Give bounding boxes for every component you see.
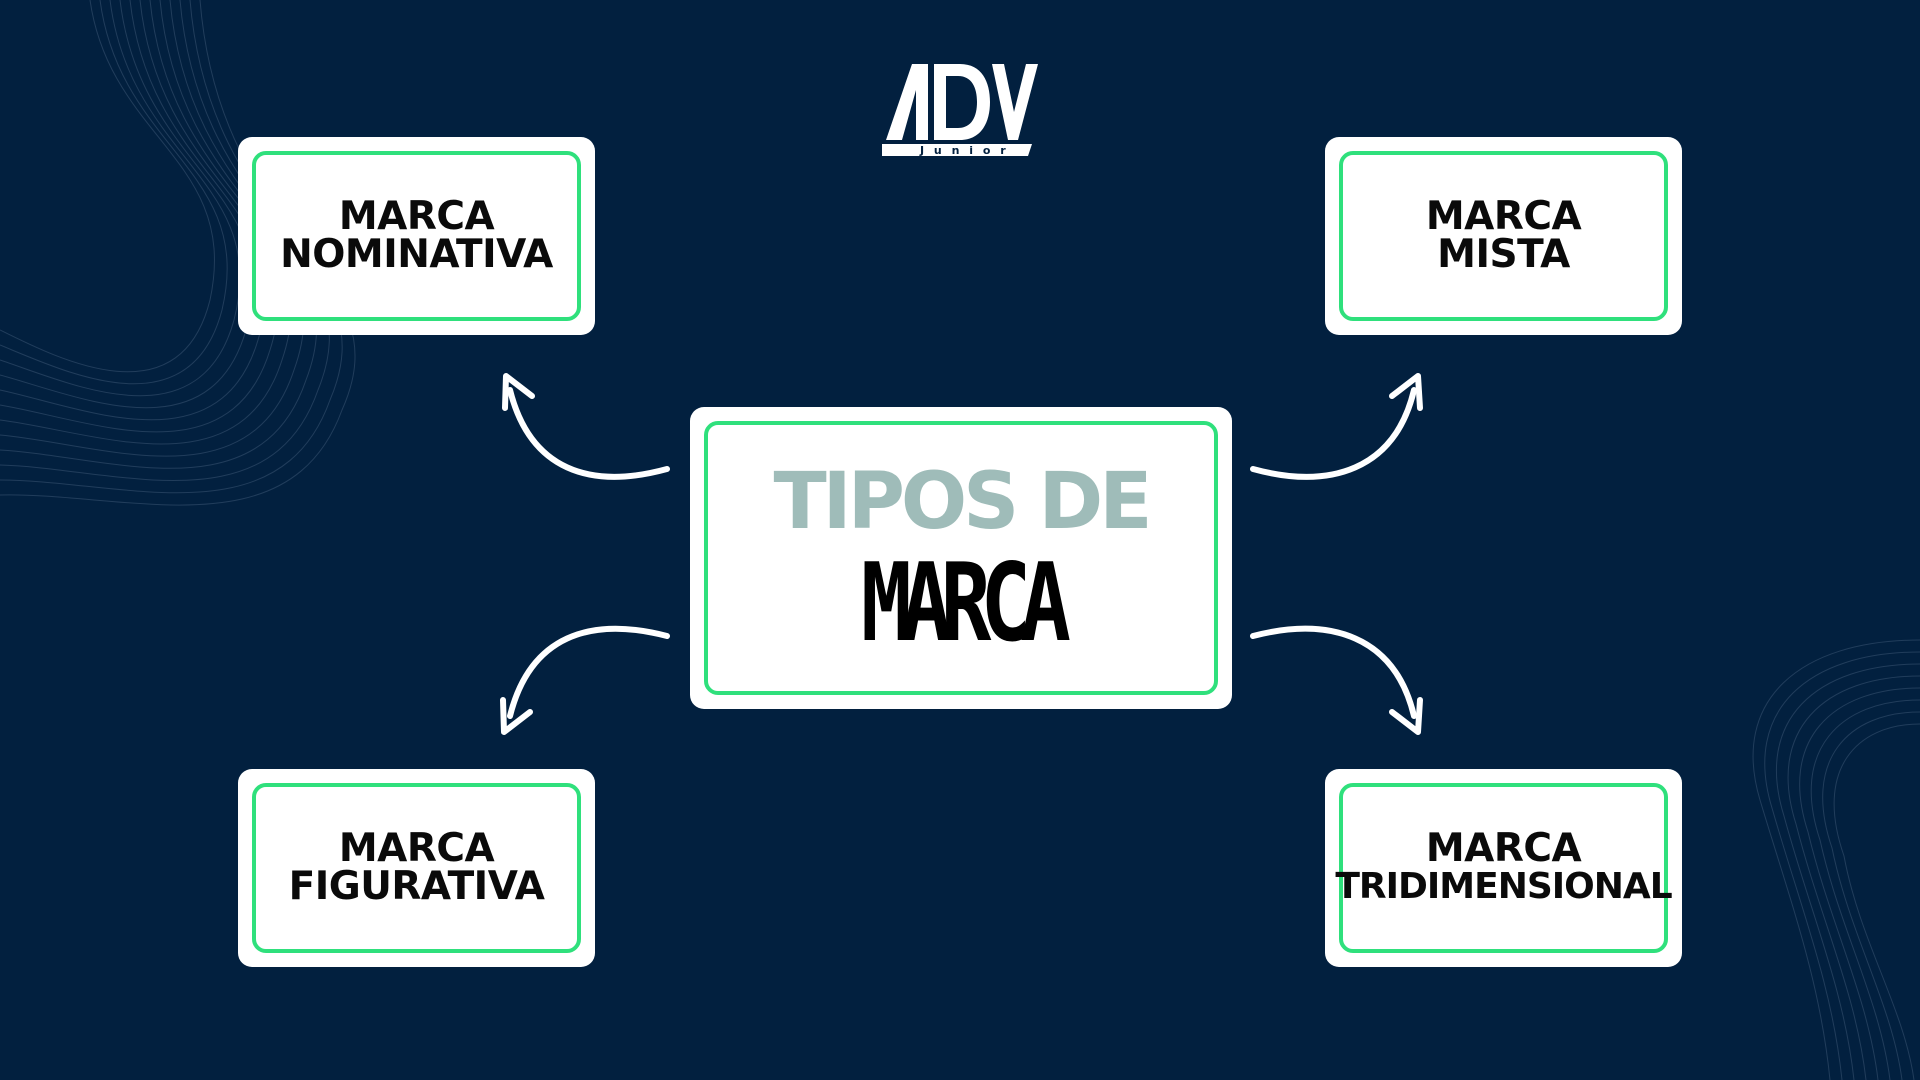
arrow-head-nominativa (502, 373, 535, 411)
node-frame: MARCA TRIDIMENSIONAL (1335, 783, 1673, 953)
center-node: TIPOS DE MARCA (690, 407, 1232, 709)
logo-subtitle: J u n i o r (919, 144, 1009, 157)
arrow-to-nominativa (507, 387, 670, 480)
arrow-head-tridimensional (1389, 697, 1423, 735)
node-label-line2: FIGURATIVA (288, 864, 545, 909)
node-marca-tridimensional: MARCA TRIDIMENSIONAL (1325, 769, 1682, 967)
node-label-line1: MARCA (1425, 194, 1582, 239)
node-marca-figurativa: MARCA FIGURATIVA (238, 769, 595, 967)
node-label-line1: MARCA (338, 194, 495, 239)
node-frame: MARCA FIGURATIVA (252, 783, 581, 953)
center-title-line2: MARCA (861, 541, 1071, 666)
center-title-line1: TIPOS DE (773, 457, 1152, 547)
arrow-to-tridimensional (1250, 625, 1417, 719)
node-marca-nominativa: MARCA NOMINATIVA (238, 137, 595, 335)
node-frame: MARCA NOMINATIVA (252, 151, 581, 321)
node-label-line2: NOMINATIVA (280, 232, 553, 277)
node-label-line1: MARCA (338, 826, 495, 871)
center-node-frame: TIPOS DE MARCA (704, 421, 1218, 695)
adv-junior-logo: J u n i o r (882, 64, 1038, 157)
arrow-to-figurativa (507, 625, 670, 719)
node-label-line1: MARCA (1425, 826, 1582, 871)
arrow-head-figurativa (500, 697, 533, 735)
node-marca-mista: MARCA MISTA (1325, 137, 1682, 335)
node-frame: MARCA MISTA (1339, 151, 1668, 321)
node-label-line2: TRIDIMENSIONAL (1335, 866, 1672, 907)
node-label-line2: MISTA (1437, 232, 1570, 277)
arrow-head-mista (1389, 373, 1423, 411)
arrow-to-mista (1250, 387, 1417, 480)
